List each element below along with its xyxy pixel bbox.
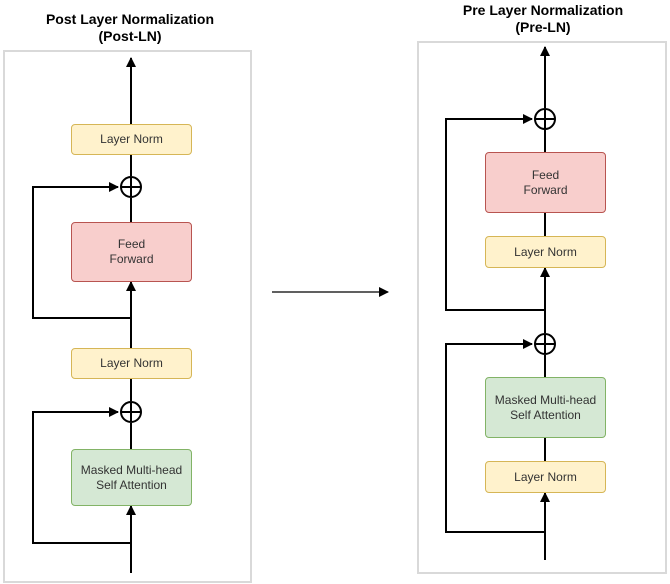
pre-ln-residual-1 [445, 339, 545, 533]
post-ln-residual-2 [32, 182, 131, 319]
pre-ln-layer-norm-bottom: Layer Norm [485, 461, 606, 493]
pre-ln-self-attention: Masked Multi-head Self Attention [485, 377, 606, 438]
pre-ln-layer-norm-mid: Layer Norm [485, 236, 606, 268]
post-ln-layer-norm-top: Layer Norm [71, 124, 192, 155]
post-ln-layer-norm-mid: Layer Norm [71, 348, 192, 379]
post-ln-residual-1 [32, 407, 131, 544]
pre-ln-feed-forward: Feed Forward [485, 152, 606, 213]
pre-ln-panel [417, 41, 667, 574]
pre-ln-residual-2 [445, 114, 545, 311]
pre-ln-title: Pre Layer Normalization (Pre-LN) [443, 2, 643, 36]
post-ln-feed-forward: Feed Forward [71, 222, 192, 282]
post-ln-title-line1: Post Layer Normalization [45, 11, 215, 27]
pre-ln-title-line2: (Pre-LN) [515, 19, 571, 35]
post-ln-title: Post Layer Normalization (Post-LN) [30, 11, 230, 45]
post-ln-title-line2: (Post-LN) [98, 28, 162, 44]
post-ln-panel [3, 50, 252, 583]
post-ln-self-attention: Masked Multi-head Self Attention [71, 449, 192, 506]
pre-ln-title-line1: Pre Layer Normalization [462, 2, 624, 18]
